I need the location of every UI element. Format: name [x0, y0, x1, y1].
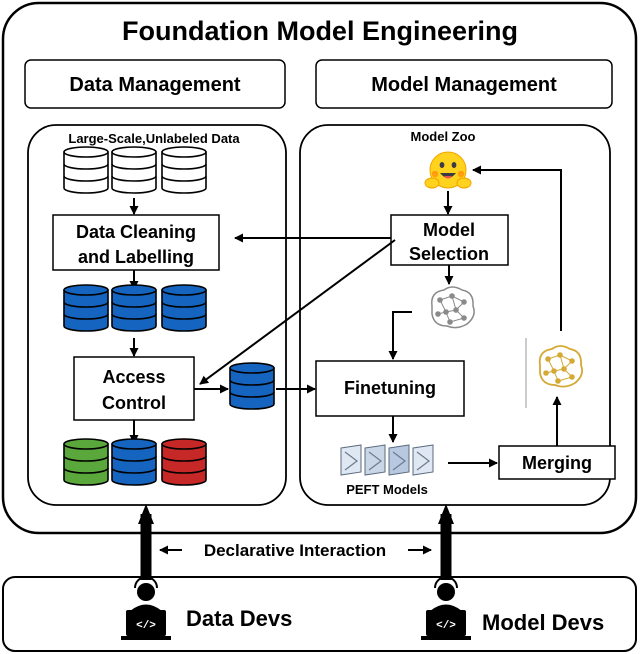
unlabeled-data-databases	[63, 146, 207, 194]
database-icon	[161, 438, 207, 486]
access-control-line2: Control	[102, 393, 166, 413]
peft-models-label: PEFT Models	[346, 482, 428, 497]
finetuning-dataset	[229, 362, 275, 410]
database-icon	[111, 146, 157, 194]
base-model-brain-icon	[431, 286, 475, 329]
model-selection-line1: Model	[423, 220, 475, 240]
peft-models-icon	[340, 444, 434, 476]
model-management-header-box	[315, 59, 613, 109]
model-devs-label: Model Devs	[482, 610, 604, 635]
declarative-interaction-label: Declarative Interaction	[204, 541, 386, 560]
access-control-box	[73, 356, 195, 421]
developer-icon: </>	[421, 576, 471, 640]
data-subset-databases	[63, 438, 207, 486]
database-icon	[161, 284, 207, 332]
arrow-selection-to-access	[199, 239, 396, 385]
merging-box	[498, 445, 616, 480]
database-icon	[229, 362, 275, 410]
database-icon	[161, 146, 207, 194]
database-icon	[111, 438, 157, 486]
page-title: Foundation Model Engineering	[122, 16, 518, 46]
finetuning-label: Finetuning	[344, 378, 436, 398]
data-cleaning-line2: and Labelling	[78, 247, 194, 267]
data-cleaning-line1: Data Cleaning	[76, 222, 196, 242]
merging-label: Merging	[522, 453, 592, 473]
arrow-merged-to-zoo	[472, 165, 562, 331]
unlabeled-data-label: Large-Scale,Unlabeled Data	[68, 131, 240, 146]
arrow-base-model-to-finetuning	[388, 311, 412, 360]
hugging-face-icon	[424, 151, 472, 189]
svg-text:</>: </>	[436, 620, 456, 632]
access-control-line1: Access	[102, 367, 165, 387]
model-selection-box	[390, 214, 509, 266]
labeled-data-databases	[63, 284, 207, 332]
developer-icon: </>	[121, 576, 171, 640]
model-management-header: Model Management	[371, 74, 557, 96]
data-cleaning-box	[52, 214, 220, 271]
model-zoo-label: Model Zoo	[411, 129, 476, 144]
finetuning-box	[315, 360, 465, 417]
database-icon	[111, 284, 157, 332]
svg-text:</>: </>	[136, 620, 156, 632]
database-icon	[63, 284, 109, 332]
database-icon	[63, 146, 109, 194]
merged-model-brain-icon	[538, 345, 584, 388]
data-management-header: Data Management	[69, 74, 240, 96]
data-management-header-box	[24, 59, 286, 109]
database-icon	[63, 438, 109, 486]
model-selection-line2: Selection	[409, 244, 489, 264]
data-devs-label: Data Devs	[186, 606, 292, 631]
